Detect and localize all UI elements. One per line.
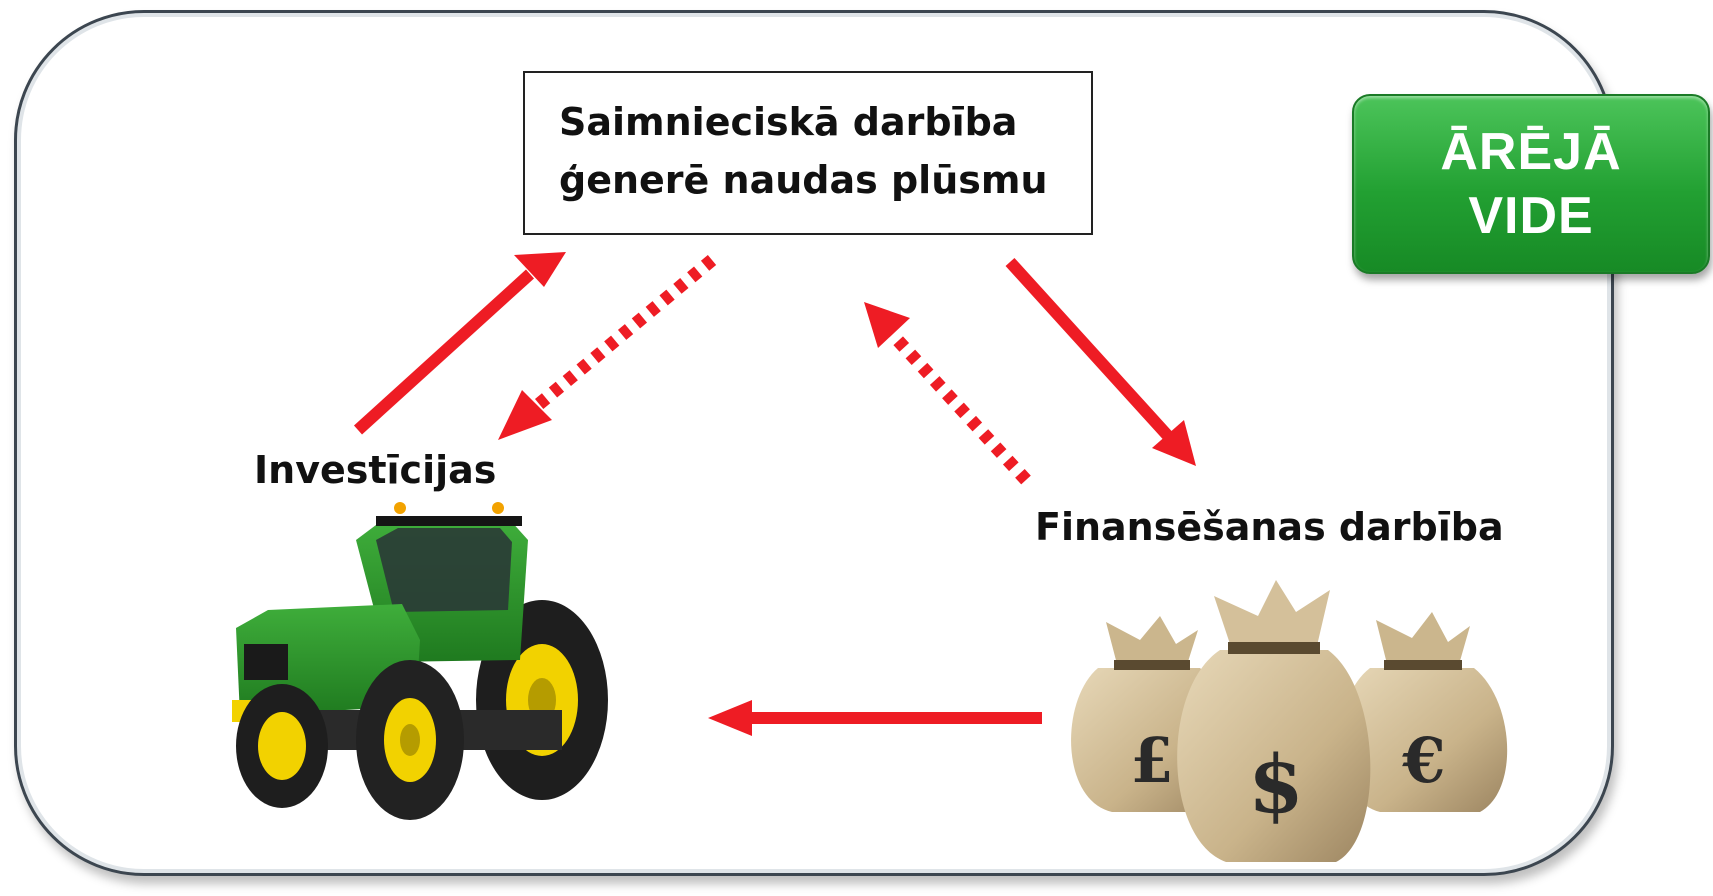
external-environment-badge: ĀRĒJĀ VIDE (1352, 94, 1710, 274)
operations-node-line1: Saimnieciskā darbība (559, 100, 1018, 144)
dollar-symbol: $ (1248, 737, 1304, 831)
badge-line2: VIDE (1468, 187, 1594, 245)
arrow-operations-to-financing (1005, 257, 1196, 466)
arrow-financing-to-investment (708, 700, 1042, 736)
badge-line1: ĀRĒJĀ (1440, 123, 1622, 181)
operations-node: Saimnieciskā darbība ģenerē naudas plūsm… (523, 71, 1093, 235)
financing-node-label: Finansēšanas darbība (1035, 505, 1504, 549)
investment-node-label: Investīcijas (254, 448, 497, 492)
pound-symbol: £ (1130, 724, 1173, 797)
tractor-icon (232, 502, 608, 820)
arrow-financing-to-operations (864, 302, 1031, 485)
money-bags-icon: £ € $ (1071, 580, 1508, 862)
euro-symbol: € (1401, 724, 1445, 797)
operations-node-line2: ģenerē naudas plūsmu (559, 158, 1048, 202)
arrow-operations-to-investment (498, 255, 717, 440)
arrow-investment-to-operations (353, 252, 566, 435)
